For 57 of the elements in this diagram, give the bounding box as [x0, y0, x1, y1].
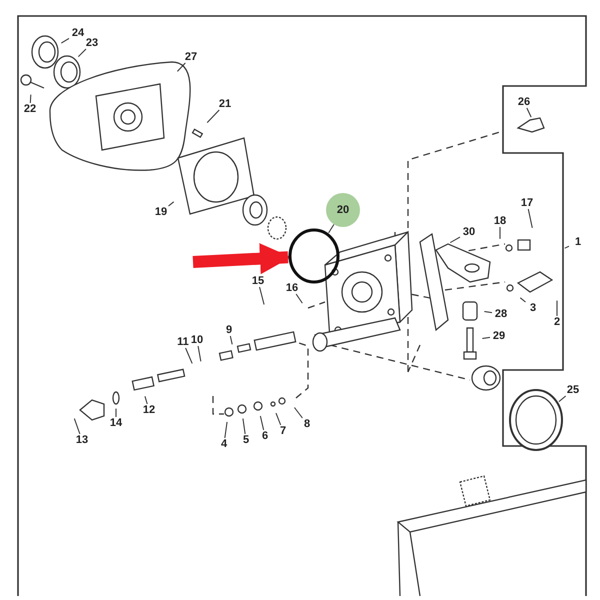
callout-number: 29: [490, 330, 508, 342]
leader-line: [294, 407, 303, 418]
leader-line: [482, 336, 490, 339]
callout-number: 23: [83, 37, 101, 49]
leader-line: [260, 416, 264, 430]
callout-number: 1: [569, 236, 587, 248]
callout-number: 26: [515, 96, 533, 108]
callout-number: 19: [152, 206, 170, 218]
callout-number: 21: [216, 98, 234, 110]
leader-line: [74, 418, 80, 434]
leader-line: [558, 396, 566, 402]
leader-line: [242, 418, 246, 434]
callout-number: 22: [21, 103, 39, 115]
callout-number: 27: [182, 51, 200, 63]
leader-line: [198, 346, 202, 362]
leader-line: [176, 62, 186, 72]
callout-number: 8: [298, 418, 316, 430]
leader-line: [259, 286, 265, 305]
leader-line: [564, 246, 570, 249]
callout-number: 7: [274, 425, 292, 437]
leader-line: [185, 348, 193, 364]
leader-line: [206, 110, 220, 124]
leader-line: [296, 294, 303, 304]
leader-line: [30, 94, 32, 104]
leader-line: [144, 396, 148, 404]
callout-number: 6: [256, 430, 274, 442]
arrow: [192, 243, 292, 274]
callout-number: 13: [73, 434, 91, 446]
leader-line: [528, 208, 533, 228]
leader-line: [78, 48, 86, 58]
callout-number: 28: [492, 308, 510, 320]
callout-number: 24: [69, 27, 87, 39]
leader-line: [168, 201, 174, 206]
callout-number: 5: [237, 434, 255, 446]
leader-line: [450, 236, 460, 244]
callout-number: 30: [460, 226, 478, 238]
callout-number: 9: [220, 324, 238, 336]
leader-line: [60, 38, 70, 44]
callout-number: 16: [283, 282, 301, 294]
leader-line: [230, 336, 233, 345]
callout-number: 4: [215, 438, 233, 450]
leader-line: [276, 412, 282, 426]
leader-line: [526, 108, 532, 118]
callout-number: 18: [491, 215, 509, 227]
leader-line: [328, 224, 334, 234]
callout-number: 15: [249, 275, 267, 287]
callout-number: 12: [140, 404, 158, 416]
callout-number: 17: [518, 197, 536, 209]
callout-number: 14: [107, 417, 125, 429]
callout-number: 25: [564, 384, 582, 396]
leader-line: [556, 300, 558, 316]
callout-number: 20: [326, 193, 360, 227]
callout-number: 2: [548, 316, 566, 328]
leader-line: [484, 311, 492, 314]
leader-line: [520, 297, 526, 302]
callout-number: 3: [524, 302, 542, 314]
leader-line: [224, 421, 228, 438]
